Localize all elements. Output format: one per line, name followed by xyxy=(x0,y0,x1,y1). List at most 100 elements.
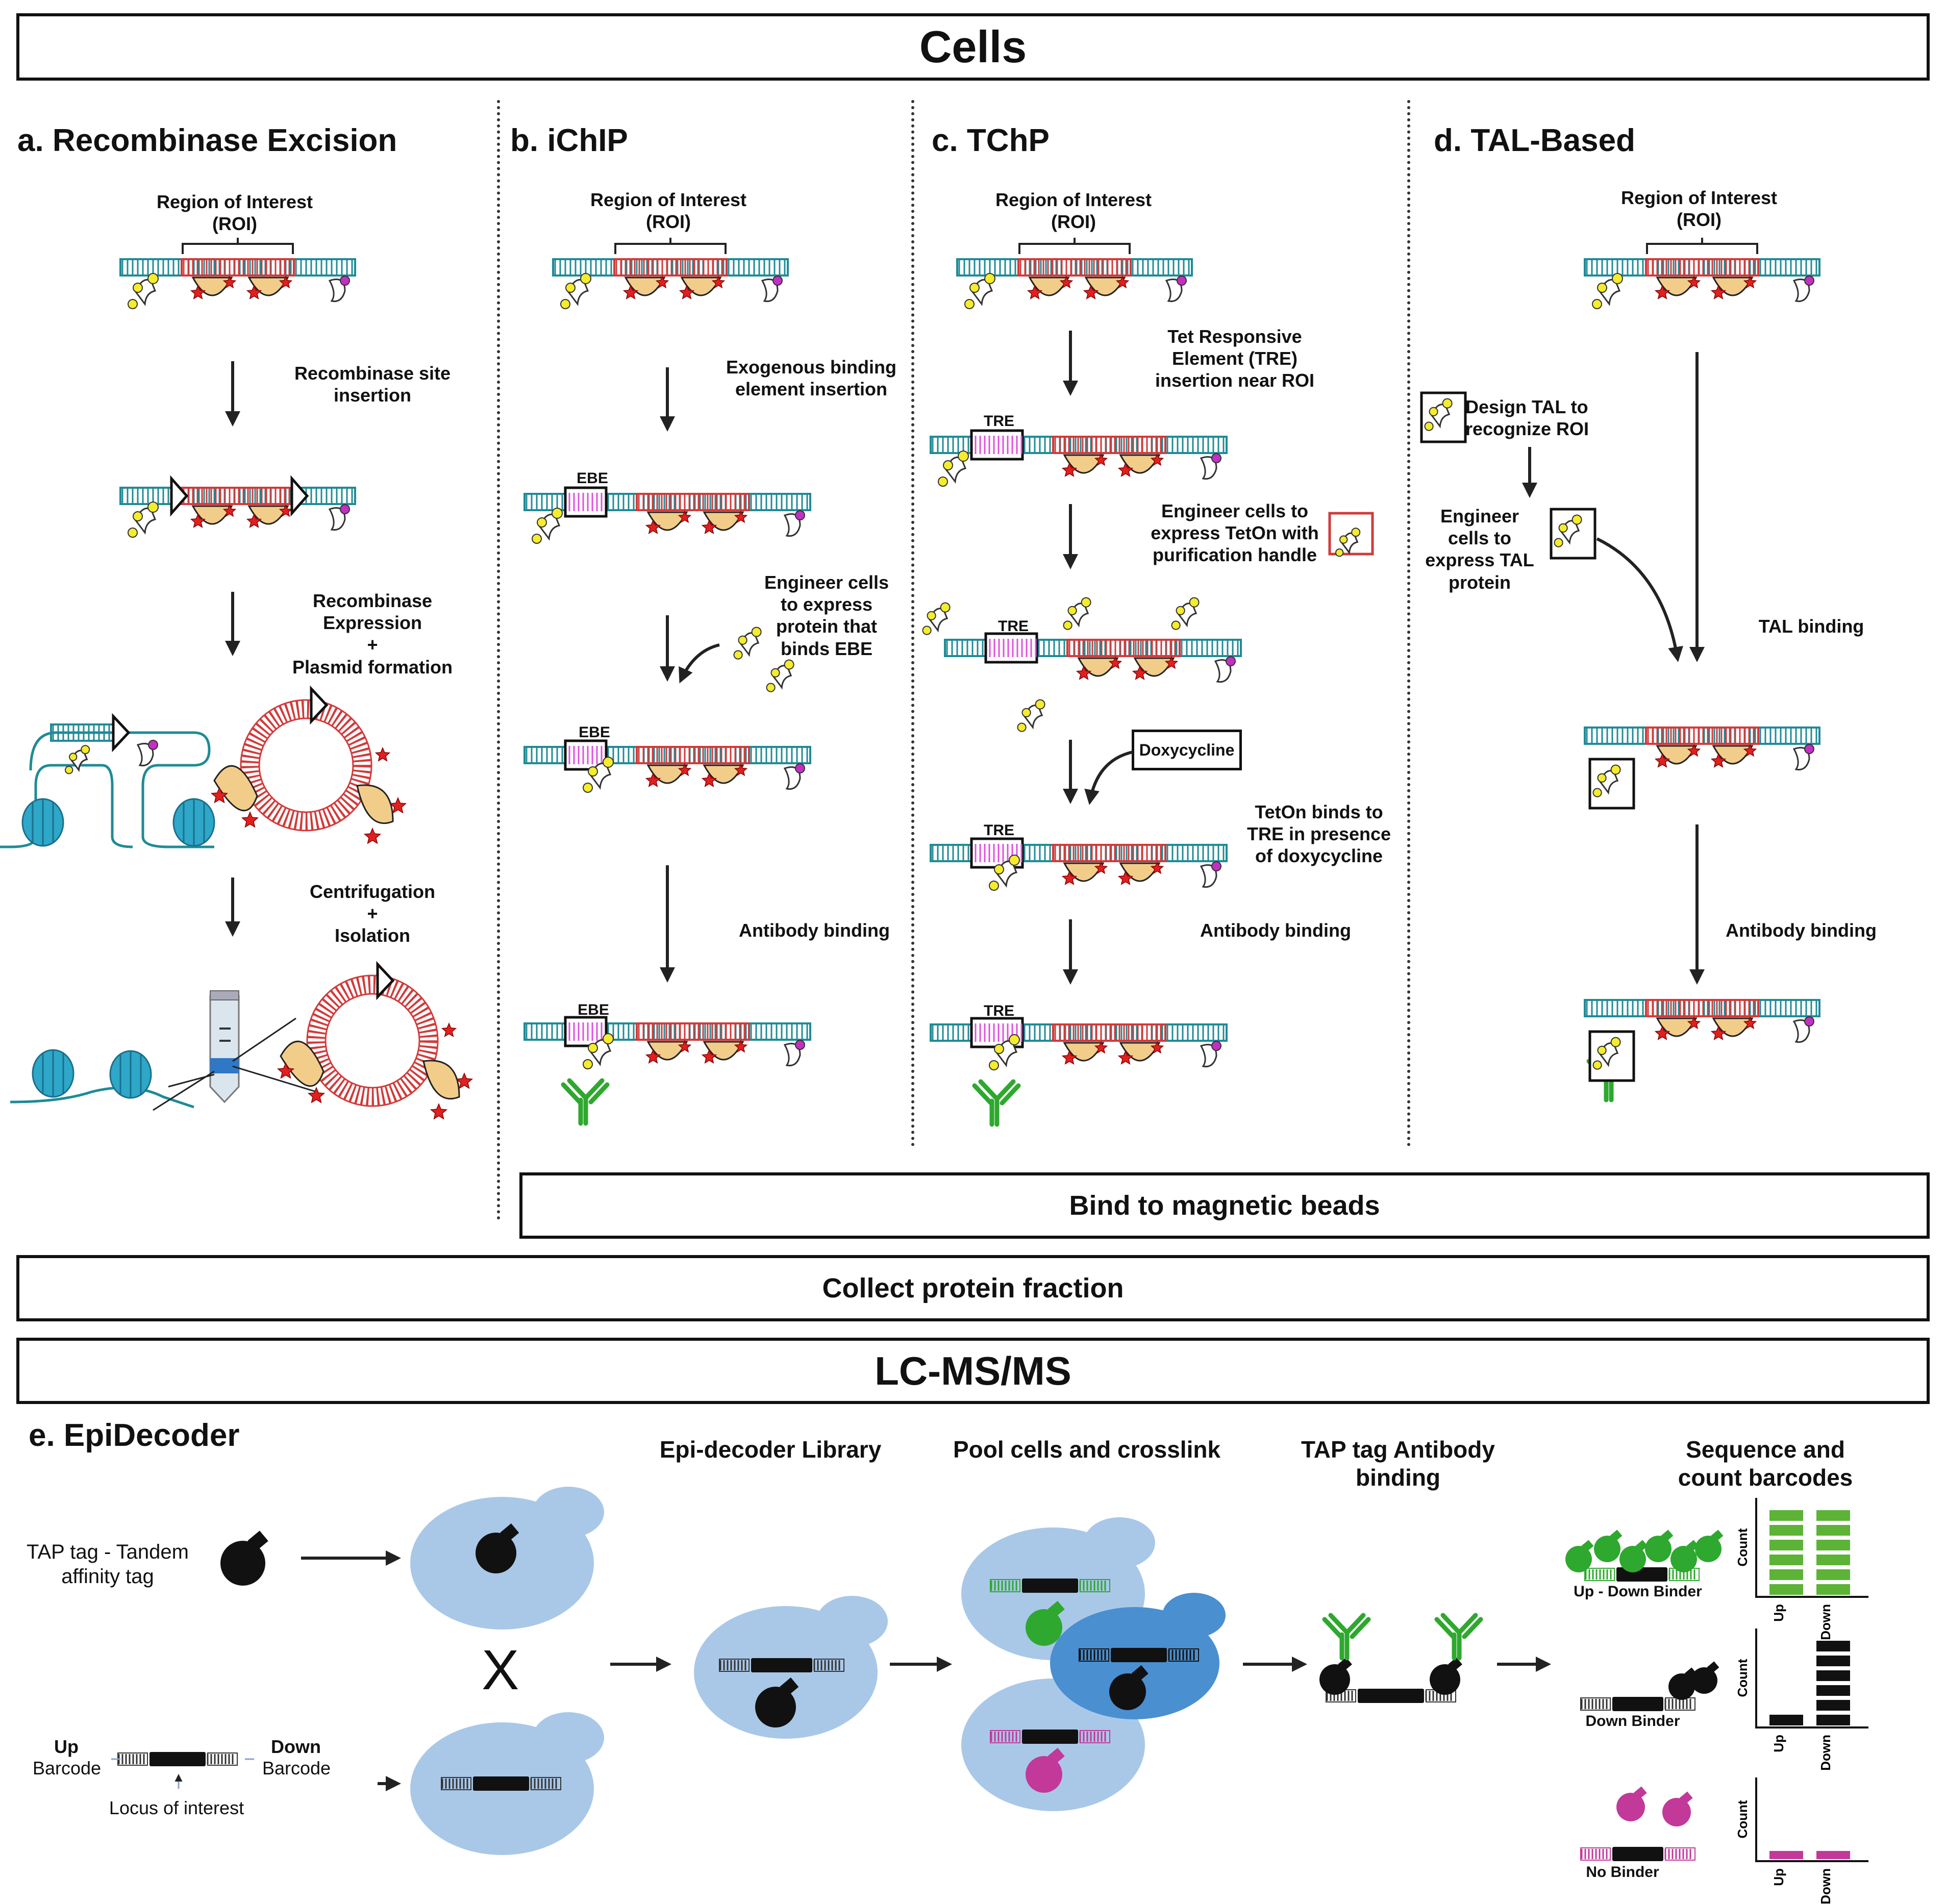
panel-a-roi-label: Region of Interest (ROI) xyxy=(156,191,313,235)
up-barcode xyxy=(1580,1697,1611,1711)
binder-ball xyxy=(340,275,350,286)
tap-tag-handle xyxy=(1707,1661,1719,1673)
chart-axes xyxy=(1755,1498,1868,1598)
binder-ball xyxy=(1063,620,1072,630)
antibody xyxy=(972,1079,1021,1127)
panel-e-down: Down xyxy=(271,1736,321,1757)
binder-ball xyxy=(128,299,138,309)
centrifuge-tube xyxy=(209,995,240,1104)
dna-rungs xyxy=(52,725,115,740)
histone-mark-star xyxy=(1094,453,1108,466)
dna-rungs xyxy=(554,260,786,274)
panel-c-dna-roi xyxy=(956,238,1193,309)
panel-c-doxy: Doxycycline xyxy=(1132,730,1242,770)
binder-ball xyxy=(1592,299,1602,309)
panel-c-step2: Engineer cells to express TetOn with pur… xyxy=(1151,500,1319,566)
dna-strand xyxy=(1645,999,1759,1017)
tap-tag-protein xyxy=(1319,1664,1350,1695)
down-barcode xyxy=(814,1659,844,1672)
panel-a-step2: Recombinase Expression + Plasmid formati… xyxy=(292,590,453,678)
down-barcode xyxy=(1080,1579,1110,1592)
dna-rungs xyxy=(1586,729,1817,743)
binder-ball xyxy=(1804,1016,1814,1026)
chart-bar-segment xyxy=(1816,1510,1850,1521)
histone-mark-star xyxy=(1083,285,1099,299)
locus-block xyxy=(1022,1730,1078,1744)
panel-d-tal-design xyxy=(1420,391,1596,560)
histone-mark-star xyxy=(645,1049,661,1064)
panel-e-title: e. EpiDecoder xyxy=(29,1418,240,1453)
roi-bracket xyxy=(1018,238,1131,254)
panel-e-locus: Locus of interest xyxy=(109,1797,244,1818)
panel-b-step3: Antibody binding xyxy=(739,920,890,941)
histone-mark-star xyxy=(1743,744,1757,757)
up-barcode xyxy=(1584,1568,1615,1581)
panel-d-step1: TAL binding xyxy=(1758,616,1864,637)
panel-e-down-barcode: Barcode xyxy=(262,1758,331,1778)
panel-b-step2: Engineer cells to express protein that b… xyxy=(764,572,889,659)
chromatin-protein xyxy=(280,1040,325,1087)
panel-c-roi-label: Region of Interest (ROI) xyxy=(995,189,1152,233)
binder-ball xyxy=(940,602,951,613)
histone-mark-star xyxy=(241,811,259,828)
down-barcode xyxy=(207,1752,238,1766)
chart-bar-segment xyxy=(1816,1700,1850,1711)
panel-b-dna-ebe xyxy=(523,486,811,544)
histone-mark-star xyxy=(622,285,639,299)
histone-mark-star xyxy=(1108,656,1122,669)
binder-ball xyxy=(994,1044,1004,1054)
tap-tag-protein xyxy=(1670,1546,1697,1572)
binder-ball xyxy=(133,283,143,293)
insert-rungs xyxy=(975,1023,1022,1042)
binder-ball xyxy=(795,763,805,773)
chart-bar-segment xyxy=(1816,1670,1850,1681)
binder-ball xyxy=(1592,788,1602,797)
binder-ball xyxy=(537,517,547,528)
panel-b-title: b. iChIP xyxy=(510,123,628,158)
insert-box xyxy=(564,486,608,518)
bind-beads-label: Bind to magnetic beads xyxy=(1069,1190,1380,1221)
binder-ball xyxy=(922,625,932,635)
panel-c-arrow-doxy xyxy=(1084,750,1133,805)
tap-tag-protein xyxy=(1616,1793,1645,1821)
locus-block xyxy=(149,1752,206,1766)
binder-ball xyxy=(603,757,614,768)
histone-mark-star xyxy=(645,772,661,787)
antibody xyxy=(1322,1613,1371,1661)
histone-mark-star xyxy=(1076,665,1092,680)
plasmid-ring xyxy=(307,975,438,1106)
tap-tag-handle xyxy=(500,1523,519,1542)
panel-e-pool-title: Pool cells and crosslink xyxy=(953,1436,1221,1463)
chart-bar-segment xyxy=(1816,1685,1850,1696)
histone-mark-star xyxy=(1654,285,1670,299)
binder-ball xyxy=(943,460,953,470)
binder-ball xyxy=(1171,620,1181,630)
tap-tag-protein xyxy=(1565,1546,1592,1572)
dna-strand xyxy=(1052,844,1166,862)
binder-ball xyxy=(994,864,1004,874)
panel-e-library-title: Epi-decoder Library xyxy=(659,1436,882,1463)
divider-3 xyxy=(1407,100,1410,1147)
yeast-bud xyxy=(533,1712,604,1763)
panel-d-roi-label: Region of Interest (ROI) xyxy=(1620,187,1778,231)
binder-ball xyxy=(565,283,576,293)
histone-mark-star xyxy=(1027,285,1043,299)
panel-d-title: d. TAL-Based xyxy=(1434,123,1635,158)
panel-b-ebe-3: EBE xyxy=(578,1001,609,1018)
histone-mark-star xyxy=(645,519,661,534)
chart-3-illustration xyxy=(1580,1786,1695,1861)
tap-tag-protein xyxy=(476,1533,516,1573)
panel-b-ebe-2: EBE xyxy=(579,724,610,741)
dna-strand xyxy=(613,258,728,277)
panel-a-title: a. Recombinase Excision xyxy=(17,123,397,158)
histone-mark-star xyxy=(441,1022,457,1037)
histone-mark-star xyxy=(1710,285,1727,299)
dna-strand xyxy=(1017,258,1132,277)
dna-rungs xyxy=(1647,260,1755,274)
binder-ball xyxy=(1612,273,1623,284)
recombinase-site xyxy=(310,685,329,725)
up-barcode xyxy=(1580,1847,1611,1861)
binder-ball xyxy=(588,1043,598,1053)
chart-2-label: Down Binder xyxy=(1585,1713,1680,1730)
chart-3-label: No Binder xyxy=(1586,1864,1659,1881)
